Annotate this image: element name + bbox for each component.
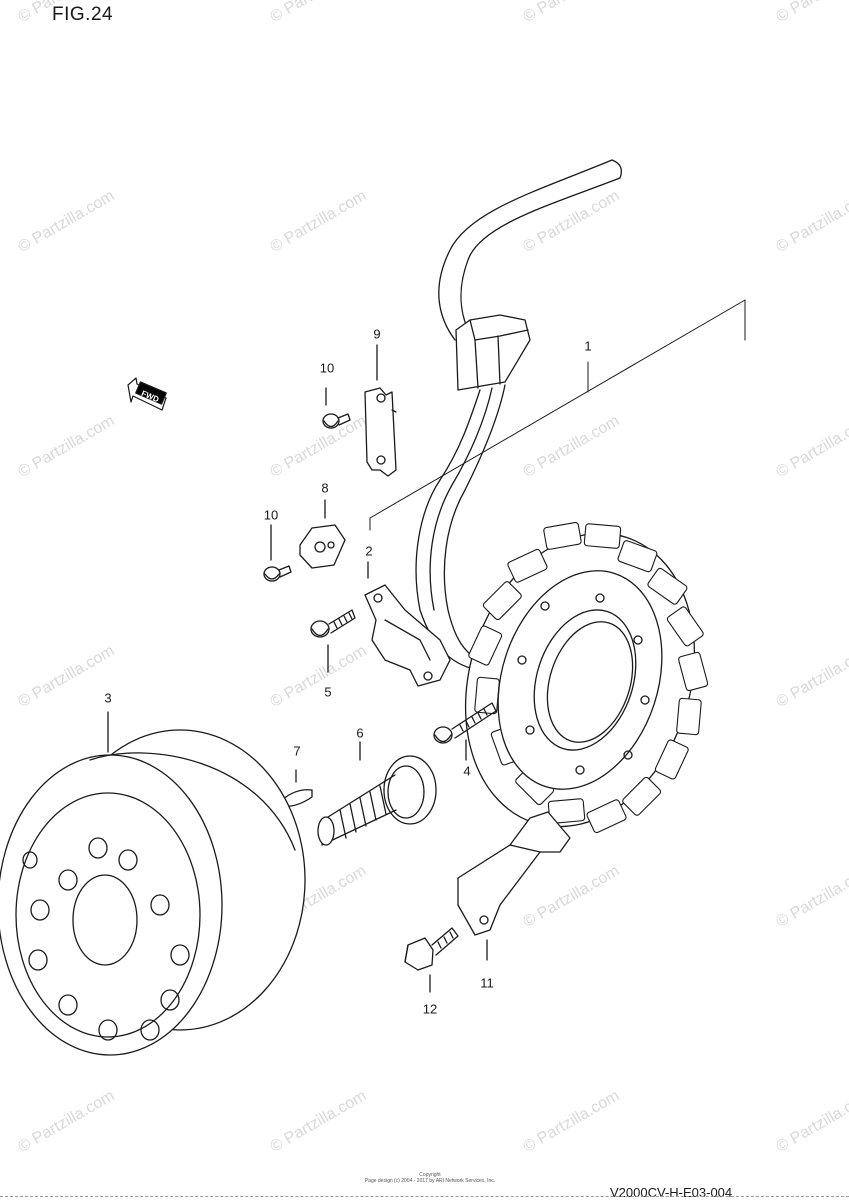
- callout-9: 9: [373, 326, 381, 342]
- part-10-screw-upper: [322, 387, 351, 429]
- callout-10-lower: 10: [263, 507, 279, 523]
- part-9-plate: [364, 344, 397, 477]
- diagram-code: V2000CV-H-E03-004: [610, 1185, 733, 1200]
- callout-10-upper: 10: [319, 360, 335, 376]
- callout-2: 2: [365, 543, 373, 559]
- bottom-rule: [0, 1196, 849, 1197]
- callout-5: 5: [324, 684, 332, 700]
- figure-title: FIG.24: [52, 4, 114, 25]
- part-10-screw-lower: [263, 524, 292, 582]
- callout-3: 3: [104, 690, 112, 706]
- part-2-bracket: [364, 561, 451, 687]
- part-5-screw: [310, 609, 356, 673]
- callout-8: 8: [321, 480, 329, 496]
- callout-7: 7: [293, 743, 301, 759]
- part-3-flywheel-rotor: [0, 711, 306, 1056]
- copyright-line-1: Copyright: [419, 1172, 441, 1178]
- leader-1: [369, 299, 746, 531]
- callout-12: 12: [422, 1001, 438, 1017]
- part-1-stator: [464, 521, 709, 834]
- copyright-notice: Copyright Page design (c) 2004 - 2017 by…: [330, 1172, 530, 1184]
- part-12-bolt: [404, 927, 459, 993]
- part-8-clamp: [299, 499, 346, 569]
- part-4-screw: [433, 702, 497, 761]
- callout-4: 4: [463, 763, 471, 779]
- part-6-bolt: [317, 741, 437, 846]
- copyright-line-2: Page design (c) 2004 - 2017 by ARI Netwo…: [364, 1178, 496, 1184]
- callout-1: 1: [584, 338, 592, 354]
- callout-11: 11: [480, 975, 494, 991]
- wire-harness: [415, 159, 623, 669]
- forward-arrow-icon: [127, 377, 167, 411]
- callout-6: 6: [356, 725, 364, 741]
- part-11-bracket: [457, 811, 571, 961]
